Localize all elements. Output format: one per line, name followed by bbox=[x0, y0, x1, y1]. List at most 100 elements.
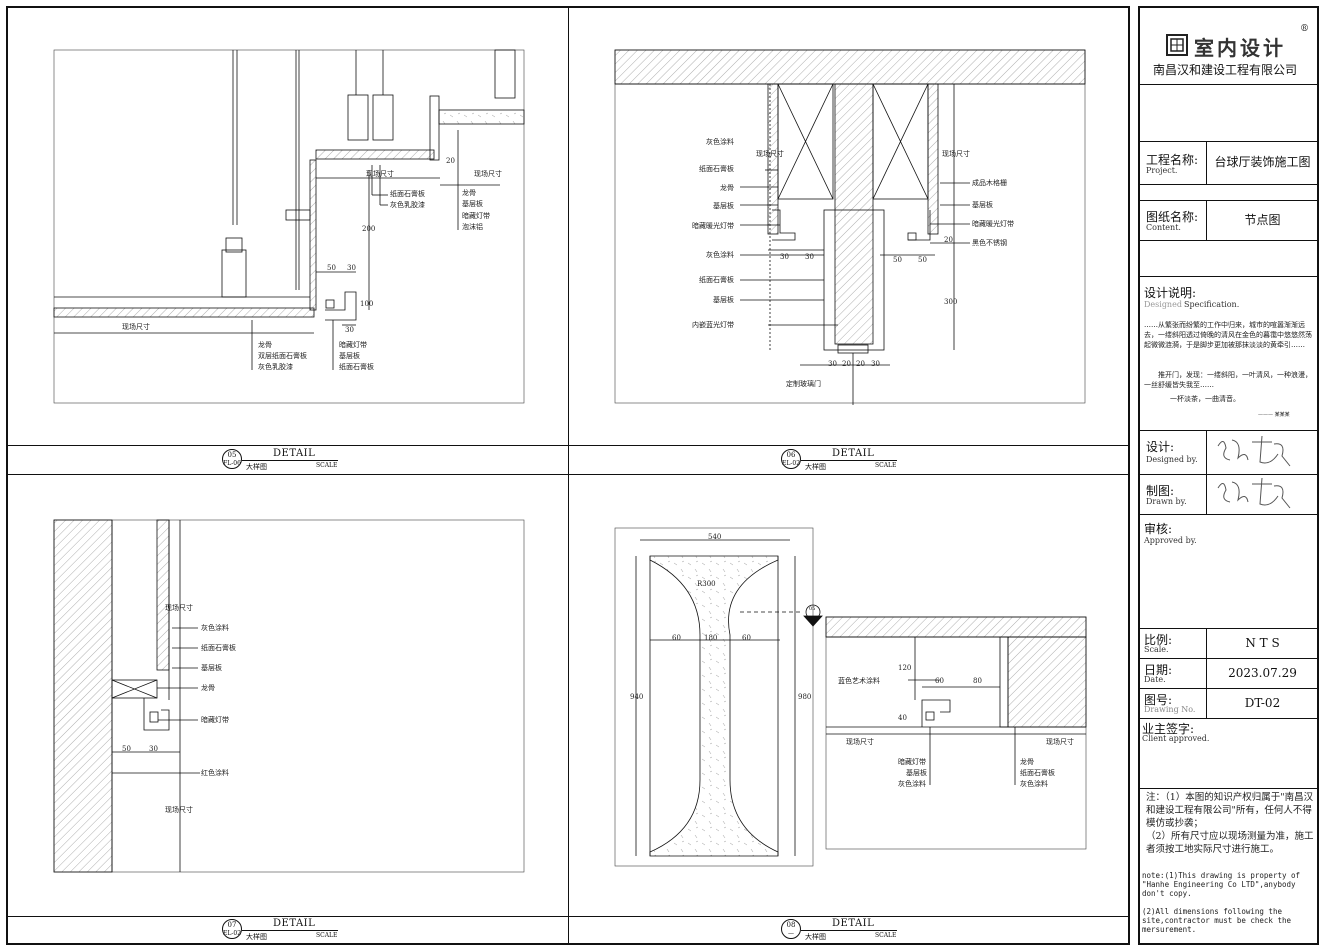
dimension-text: 30 bbox=[149, 745, 158, 753]
spec-paragraph: 一杯淡茶，一曲清音。 bbox=[1170, 395, 1240, 403]
detail-number-circle bbox=[781, 919, 801, 939]
project-label: 工程名称: bbox=[1146, 153, 1199, 167]
dimension-text: 80 bbox=[973, 677, 982, 685]
caption-line-bottom bbox=[6, 916, 1130, 917]
label-red-paint: 红色涂料 bbox=[201, 769, 229, 777]
label-double-gypsum-board: 双层纸面石膏板 bbox=[258, 352, 307, 360]
detail-title: DETAIL bbox=[832, 448, 875, 459]
dimension-text: 20 bbox=[944, 236, 953, 244]
dimension-text: 50 bbox=[893, 256, 902, 264]
spacer-row bbox=[1140, 184, 1317, 201]
detail-title: DETAIL bbox=[273, 918, 316, 929]
detail-number-circle bbox=[222, 449, 242, 469]
dimension-note-cn: （2）所有尺寸应以现场测量为准，施工者须按工地实际尺寸进行施工。 bbox=[1146, 831, 1314, 855]
dimension-text: 120 bbox=[898, 664, 912, 672]
label-black-steel: 黑色不锈钢 bbox=[972, 239, 1007, 247]
designer-label: 设计: bbox=[1146, 440, 1175, 454]
dimension-text: R300 bbox=[697, 580, 716, 588]
row-divider bbox=[1206, 141, 1207, 184]
caption-line-top bbox=[6, 445, 1130, 446]
row-divider bbox=[1206, 474, 1207, 514]
company-logo-icon bbox=[1166, 34, 1188, 56]
spec-row: 设计说明: Designed Specification. ……从繁张而纷繁的工… bbox=[1140, 276, 1317, 431]
label-foam-aluminum: 泡沫铝 bbox=[462, 223, 483, 231]
content-label-en: Content. bbox=[1146, 223, 1181, 232]
detail-scale: SCALE bbox=[875, 462, 897, 469]
label-hidden-light-strip: 暗藏灯带 bbox=[462, 212, 490, 220]
label-base-board: 基层板 bbox=[972, 201, 993, 209]
label-base-board: 基层板 bbox=[339, 352, 360, 360]
caption-underline bbox=[801, 460, 897, 461]
detail-number-circle bbox=[222, 919, 242, 939]
callout-number: 05 bbox=[809, 606, 816, 612]
label-hidden-light-strip: 暗藏灯带 bbox=[201, 716, 229, 724]
row-divider bbox=[1206, 688, 1207, 718]
detail-reference: EL-02 bbox=[222, 930, 242, 937]
scale-label: 比例: bbox=[1144, 633, 1173, 647]
label-base-board: 基层板 bbox=[906, 769, 927, 777]
dimension-note-en: (2)All dimensions following the site,con… bbox=[1142, 907, 1292, 934]
detail-title: DETAIL bbox=[832, 918, 875, 929]
label-keel: 龙骨 bbox=[201, 684, 215, 692]
label-gray-paint: 灰色涂料 bbox=[201, 624, 229, 632]
detail-reference: EL-02 bbox=[781, 460, 801, 467]
dimension-text: 30 bbox=[871, 360, 880, 368]
label-base-board: 基层板 bbox=[201, 664, 222, 672]
client-row: 业主签字: Client approved. bbox=[1140, 718, 1317, 789]
approved-row: 审核: Approved by. bbox=[1140, 514, 1317, 629]
date-label-en: Date. bbox=[1144, 675, 1166, 684]
label-site-dimension: 现场尺寸 bbox=[165, 604, 193, 612]
label-site-dimension: 现场尺寸 bbox=[122, 323, 150, 331]
dimension-text: 30 bbox=[345, 326, 354, 334]
label-gypsum-board: 纸面石膏板 bbox=[201, 644, 236, 652]
dimension-text: 30 bbox=[780, 253, 789, 261]
panel-divider-horizontal bbox=[6, 474, 1130, 475]
dimension-text: 30 bbox=[805, 253, 814, 261]
spec-paragraph: 推开门，发现：一缕斜阳，一叶清风，一种浪漫，一丝舒缓皆失我至…… bbox=[1144, 371, 1312, 389]
label-hidden-light-strip: 暗藏灯带 bbox=[339, 341, 367, 349]
client-label-en: Client approved. bbox=[1142, 734, 1210, 743]
dimension-text: 60 bbox=[742, 634, 751, 642]
row-divider bbox=[1206, 658, 1207, 688]
designer-signature bbox=[1217, 435, 1291, 467]
detail-number: 05 bbox=[227, 451, 237, 459]
detail-number: 08 bbox=[786, 921, 796, 929]
designer-row: 设计: Designed by. bbox=[1140, 430, 1317, 475]
detail-scale: SCALE bbox=[316, 462, 338, 469]
caption-underline bbox=[242, 930, 338, 931]
project-row: 工程名称: Project. 台球厅装饰施工图 bbox=[1140, 141, 1317, 185]
label-gray-latex-paint: 灰色乳胶漆 bbox=[258, 363, 293, 371]
label-blue-light-strip: 内嵌蓝光灯带 bbox=[692, 321, 734, 329]
detail-subtitle: 大样图 bbox=[246, 463, 267, 471]
scale-label-en: Scale. bbox=[1144, 645, 1169, 654]
label-base-board: 基层板 bbox=[713, 296, 734, 304]
detail-scale: SCALE bbox=[875, 932, 897, 939]
company-name: 南昌汉和建设工程有限公司 bbox=[1153, 63, 1298, 77]
label-gypsum-board: 纸面石膏板 bbox=[390, 190, 425, 198]
row-divider bbox=[1206, 430, 1207, 474]
label-hidden-light-strip: 暗藏灯带 bbox=[898, 758, 926, 766]
spec-label-en: Designed bbox=[1144, 300, 1182, 309]
label-warm-light-strip: 暗藏暖光灯带 bbox=[692, 222, 734, 230]
detail-number: 06 bbox=[786, 451, 796, 459]
label-keel: 龙骨 bbox=[1020, 758, 1034, 766]
approved-label: 审核: bbox=[1144, 522, 1173, 536]
spec-paragraph: ……从繁张而纷繁的工作中归来，城市的喧嚣渐渐远去，一缕斜阳透过倚晚的清风在金色的… bbox=[1144, 321, 1312, 349]
dimension-text: 60 bbox=[935, 677, 944, 685]
label-gypsum-board: 纸面石膏板 bbox=[699, 276, 734, 284]
dimension-text: 30 bbox=[347, 264, 356, 272]
detail-reference: FL-06 bbox=[223, 460, 241, 467]
designer-label-en: Designed by. bbox=[1146, 455, 1198, 464]
label-site-dimension: 现场尺寸 bbox=[165, 806, 193, 814]
drawing-number-label: 图号: bbox=[1144, 693, 1173, 707]
client-label: 业主签字: bbox=[1142, 722, 1195, 736]
label-blue-art-paint: 蓝色艺术涂料 bbox=[838, 677, 880, 685]
copyright-note-cn: 注：（1）本图的知识产权归属于"南昌汉和建设工程有限公司"所有，任何人不得模仿或… bbox=[1146, 792, 1314, 829]
registered-mark: ® bbox=[1300, 24, 1309, 34]
detail-06-drawing bbox=[614, 49, 1086, 405]
label-keel: 龙骨 bbox=[462, 189, 476, 197]
spec-label-en2: Specification. bbox=[1184, 300, 1240, 309]
label-gray-paint: 灰色涂料 bbox=[706, 251, 734, 259]
dimension-text: 20 bbox=[446, 157, 455, 165]
